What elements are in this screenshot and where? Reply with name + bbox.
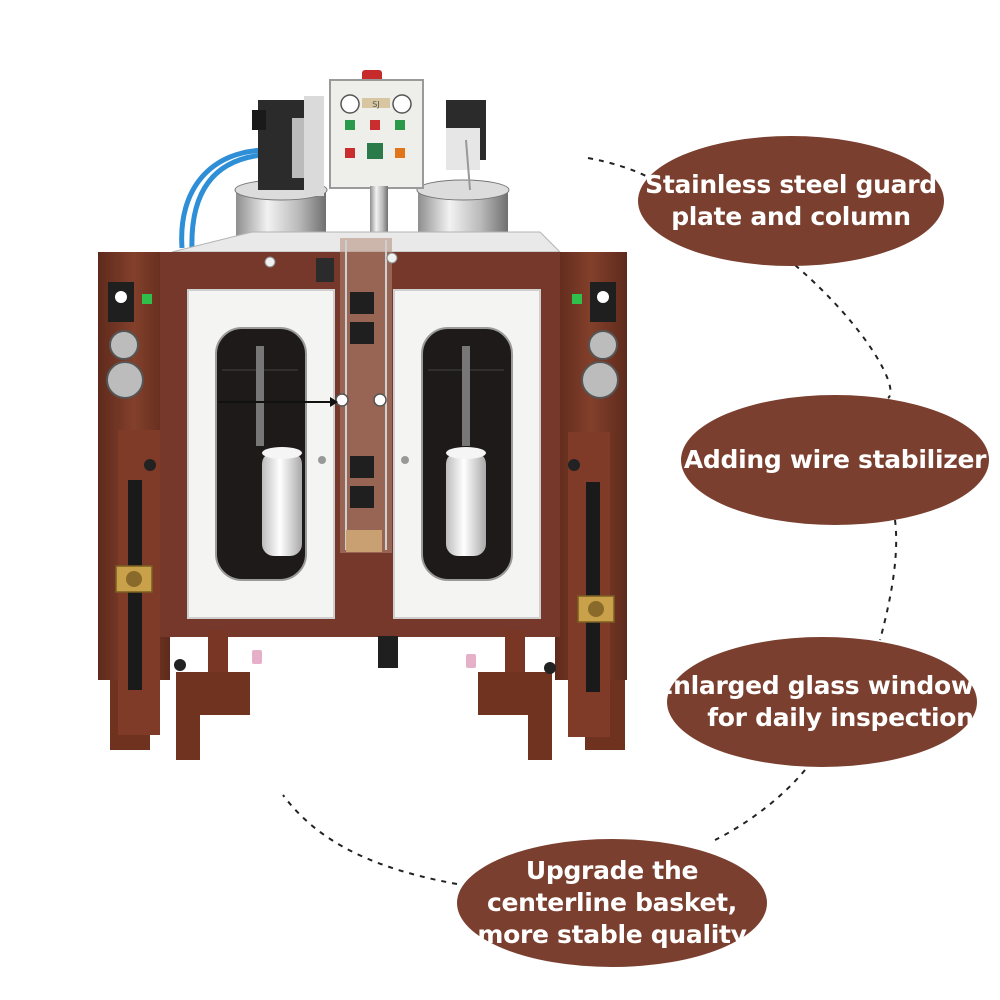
control-panel-label: SJ [372, 100, 379, 109]
side-slide-slots [115, 459, 615, 692]
feature-text-line: Upgrade the [525, 856, 699, 885]
feature-text-line: plate and column [671, 202, 911, 231]
right-tension-bracket [446, 100, 486, 191]
wire-stabilizer [218, 238, 398, 553]
dashed-connector [282, 157, 898, 885]
feature-bubble-guard-plate: Stainless steel guard plate and column [638, 136, 944, 266]
feature-text-line: more stable quality [477, 920, 747, 949]
right-door [393, 289, 541, 619]
air-hoses [179, 147, 269, 251]
left-door [187, 289, 335, 619]
control-panel: SJ [329, 70, 424, 189]
left-tension-bracket [252, 96, 324, 196]
center-column [370, 186, 388, 246]
feature-text-line: Adding wire stabilizer [683, 445, 987, 474]
side-gauges [106, 282, 619, 399]
feature-bubble-glass-window: Enlarged glass window for daily inspecti… [656, 637, 977, 767]
feature-text-line: centerline basket, [486, 888, 737, 917]
feature-text-line: Enlarged glass window [656, 671, 974, 700]
feature-text-line: for daily inspection [707, 703, 974, 732]
thread-guides [252, 650, 476, 668]
feature-bubble-centerline-basket: Upgrade the centerline basket, more stab… [457, 839, 767, 967]
feature-bubble-wire-stabilizer: Adding wire stabilizer [681, 395, 989, 525]
feature-text-line: Stainless steel guard [645, 170, 937, 199]
